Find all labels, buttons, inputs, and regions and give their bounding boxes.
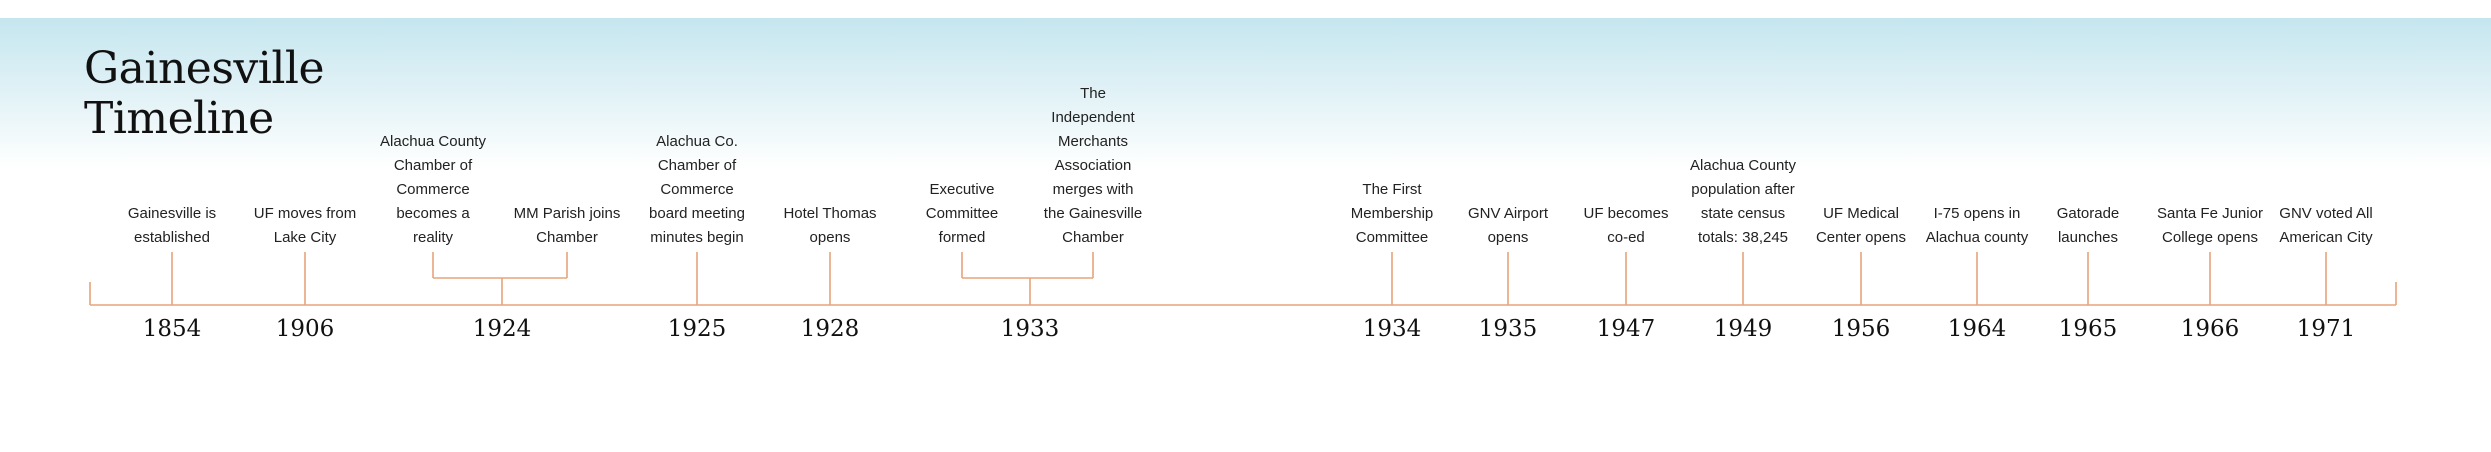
event-label: Alachua County population after state ce… — [1690, 157, 1796, 246]
year-label: 1965 — [2058, 316, 2118, 342]
event-label: GNV voted All American City — [2279, 205, 2373, 246]
year-label: 1949 — [1713, 316, 1773, 342]
event-label: I-75 opens in Alachua county — [1925, 205, 2029, 246]
year-label: 1854 — [142, 316, 202, 342]
page-title: Gainesville Timeline — [84, 43, 325, 144]
event-label: Alachua Co. Chamber of Commerce board me… — [649, 133, 745, 246]
year-label: 1933 — [1000, 316, 1060, 342]
event-label: UF Medical Center opens — [1815, 205, 1907, 246]
event-label: The Independent Merchants Association me… — [1043, 85, 1143, 246]
header-banner — [0, 18, 2491, 168]
year-label: 1956 — [1831, 316, 1891, 342]
year-label: 1964 — [1947, 316, 2007, 342]
event-label: Gatorade launches — [2056, 205, 2120, 246]
event-label: UF becomes co-ed — [1583, 205, 1669, 246]
year-label: 1947 — [1596, 316, 1656, 342]
year-label: 1966 — [2180, 316, 2240, 342]
event-label: MM Parish joins Chamber — [513, 205, 621, 246]
year-label: 1934 — [1362, 316, 1422, 342]
year-label: 1906 — [275, 316, 335, 342]
event-label: GNV Airport opens — [1467, 205, 1549, 246]
event-label: UF moves from Lake City — [253, 205, 357, 246]
year-label: 1924 — [472, 316, 532, 342]
event-label: Hotel Thomas opens — [783, 205, 877, 246]
year-label: 1925 — [667, 316, 727, 342]
year-label: 1971 — [2296, 316, 2356, 342]
event-label: Santa Fe Junior College opens — [2157, 205, 2263, 246]
year-label: 1935 — [1478, 316, 1538, 342]
event-label: Gainesville is established — [127, 205, 217, 246]
event-label: Alachua County Chamber of Commerce becom… — [380, 133, 486, 246]
event-label: The First Membership Committee — [1350, 181, 1434, 246]
year-label: 1928 — [800, 316, 860, 342]
event-label: Executive Committee formed — [925, 181, 999, 246]
